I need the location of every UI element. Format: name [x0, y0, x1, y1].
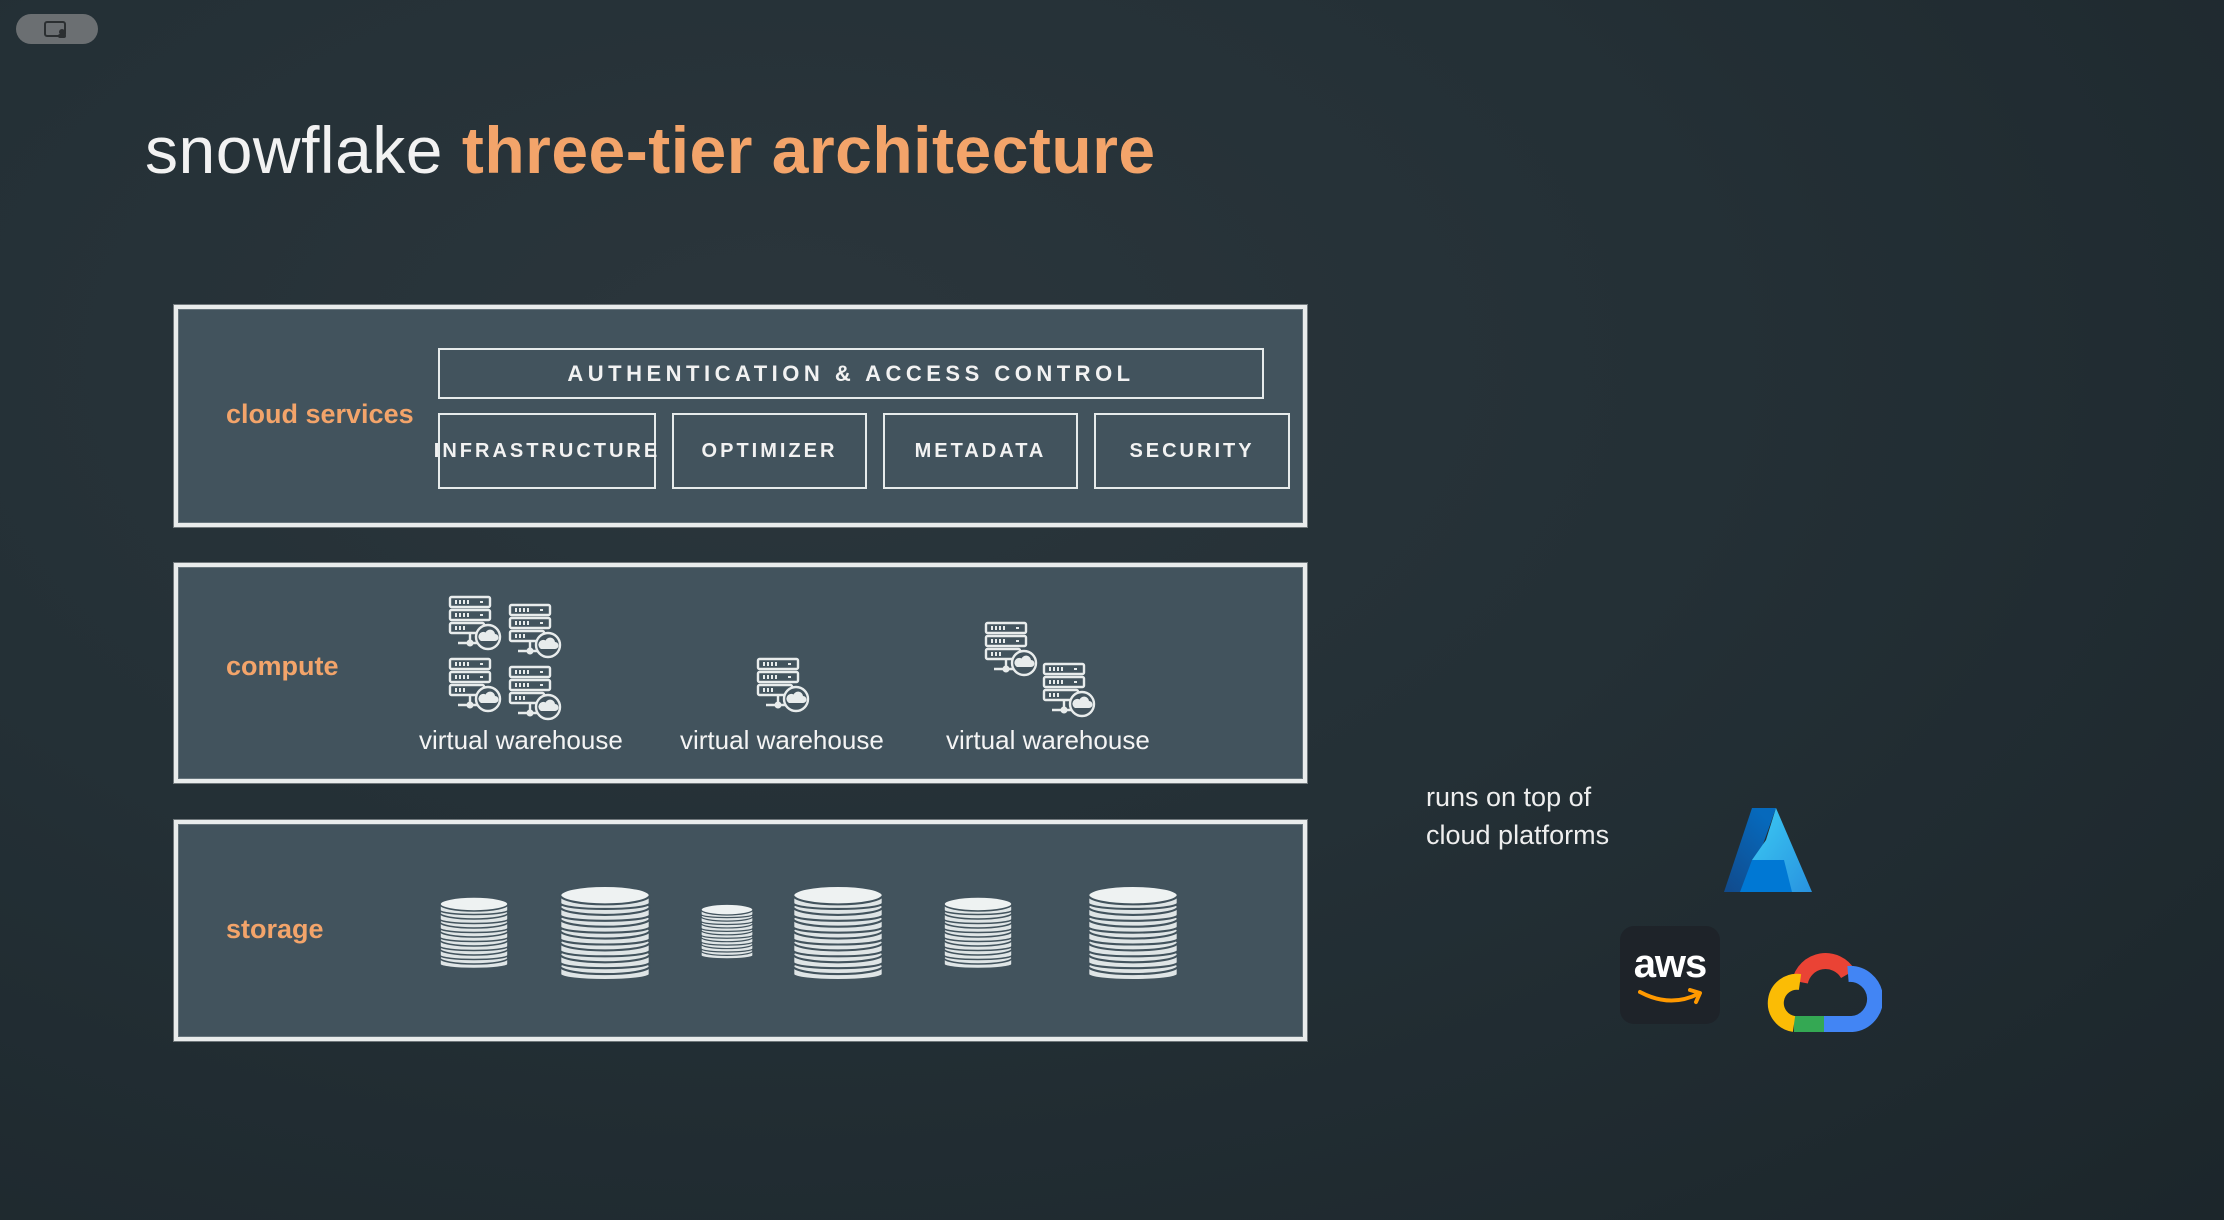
- warehouse-label-2: virtual warehouse: [680, 725, 884, 755]
- server-icon: [756, 657, 810, 713]
- database-icon: [698, 902, 756, 960]
- server-icon: [508, 603, 562, 659]
- tier-label-compute: compute: [226, 651, 339, 681]
- optimizer-box: OPTIMIZER: [672, 413, 867, 489]
- aws-smile-icon: [1638, 988, 1702, 1004]
- warehouse-label-3: virtual warehouse: [946, 725, 1150, 755]
- screen-share-pill[interactable]: [16, 14, 98, 44]
- aws-logo-icon: aws: [1620, 926, 1720, 1024]
- server-icon: [984, 621, 1038, 677]
- title-prefix: snowflake: [145, 113, 443, 187]
- security-box: SECURITY: [1094, 413, 1290, 489]
- tier-label-cloud-services: cloud services: [226, 399, 414, 429]
- database-icon: [788, 882, 888, 982]
- metadata-box: METADATA: [883, 413, 1078, 489]
- tier-cloud-services: cloud services AUTHENTICATION & ACCESS C…: [174, 305, 1307, 527]
- screen-share-icon: [44, 21, 66, 38]
- database-icon: [1083, 882, 1183, 982]
- tier-compute: compute virtual warehouse virtual wareho…: [174, 563, 1307, 783]
- auth-access-control-box: AUTHENTICATION & ACCESS CONTROL: [438, 348, 1264, 399]
- platforms-caption-line1: runs on top of: [1426, 782, 1592, 812]
- server-icon: [448, 657, 502, 713]
- google-cloud-logo-icon: [1767, 953, 1882, 1032]
- database-icon: [940, 894, 1016, 970]
- warehouse-label-1: virtual warehouse: [419, 725, 623, 755]
- server-icon: [508, 665, 562, 721]
- database-icon: [436, 894, 512, 970]
- slide-title: snowflake three-tier architecture: [145, 112, 1156, 188]
- server-icon: [1042, 662, 1096, 718]
- platforms-caption: runs on top of cloud platforms: [1426, 778, 1609, 854]
- infrastructure-box: INFRASTRUCTURE: [434, 413, 657, 489]
- title-accent: three-tier architecture: [461, 113, 1156, 187]
- azure-logo-icon: [1724, 808, 1812, 892]
- database-icon: [555, 882, 655, 982]
- platforms-caption-line2: cloud platforms: [1426, 820, 1610, 850]
- server-icon: [448, 595, 502, 651]
- tier-label-storage: storage: [226, 914, 324, 944]
- aws-logo-text: aws: [1633, 942, 1708, 986]
- tier-storage: storage: [174, 820, 1307, 1041]
